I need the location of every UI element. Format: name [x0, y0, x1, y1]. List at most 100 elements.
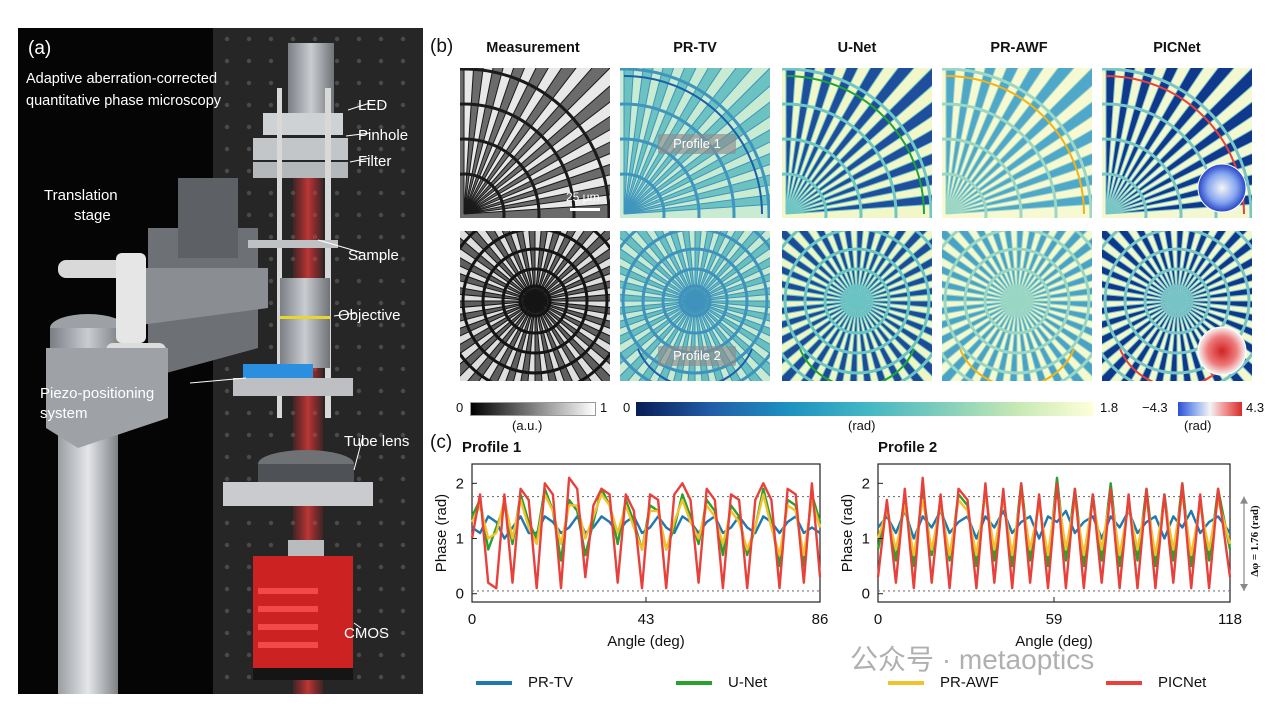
- delta-annotation: Δφ = 1.76 (rad): [1249, 505, 1261, 577]
- spoke: [1016, 231, 1088, 302]
- spoke: [856, 300, 932, 322]
- profile-arc: [637, 348, 753, 381]
- spoke: [1176, 231, 1211, 302]
- center-hub: [1168, 292, 1186, 310]
- series-line-picnet: [876, 476, 1232, 590]
- colorbar-phase: [636, 402, 1094, 416]
- spoke: [856, 273, 932, 302]
- spoke: [942, 300, 1018, 381]
- ring: [1160, 284, 1194, 318]
- y-tick-label: 0: [862, 586, 870, 603]
- spoke: [694, 300, 770, 322]
- colorbar-phase-max: 1.8: [1100, 400, 1119, 415]
- spoke: [620, 293, 696, 302]
- spoke: [856, 300, 872, 381]
- microscope-illustration: [18, 28, 423, 694]
- ring: [1102, 172, 1148, 218]
- ring: [942, 102, 1058, 218]
- ring: [1123, 247, 1231, 355]
- spoke: [527, 300, 536, 381]
- ring: [782, 102, 898, 218]
- spoke: [1176, 231, 1227, 302]
- legend-label-pr-tv: PR-TV: [528, 674, 573, 691]
- ring: [460, 102, 576, 218]
- spoke: [534, 300, 610, 355]
- x-axis-label: Angle (deg): [607, 633, 685, 650]
- spoke: [513, 300, 536, 381]
- panel-c-letter: (c): [430, 432, 453, 453]
- ring: [963, 247, 1071, 355]
- spoke: [856, 287, 932, 302]
- ring: [620, 102, 736, 218]
- ring: [983, 267, 1051, 335]
- y-axis-label: Phase (rad): [433, 494, 450, 572]
- spoke: [782, 300, 858, 315]
- x-tick-label: 43: [638, 611, 655, 628]
- profile-arc: [959, 348, 1075, 381]
- ring: [501, 267, 569, 335]
- legend-item-pr-tv: PR-TV: [476, 674, 573, 694]
- spoke: [1176, 287, 1252, 302]
- aberration-inset: [1197, 326, 1247, 376]
- spoke: [534, 300, 610, 337]
- ring: [783, 231, 931, 375]
- x-tick-label: 59: [1046, 611, 1063, 628]
- spoke: [460, 247, 536, 302]
- spoke: [856, 300, 887, 381]
- label-objective: Objective: [338, 307, 401, 324]
- spoke: [694, 231, 766, 302]
- legend-label-u-net: U-Net: [728, 674, 768, 691]
- spoke: [654, 231, 696, 302]
- ring: [1000, 284, 1034, 318]
- spoke: [1176, 231, 1197, 302]
- legend-label-picnet: PICNet: [1158, 674, 1207, 691]
- spoke: [1176, 300, 1252, 309]
- spoke: [494, 231, 536, 302]
- spoke: [534, 257, 610, 302]
- spoke: [694, 300, 770, 355]
- column-title-measurement: Measurement: [486, 40, 580, 56]
- panel-b-reconstructions: (b) Measurement PR-TV U-Net PR-AWF PICNe…: [426, 28, 1266, 438]
- ring: [1102, 68, 1252, 218]
- spoke: [620, 280, 696, 302]
- spoke: [856, 300, 932, 337]
- spoke: [816, 231, 858, 302]
- spoke: [1016, 300, 1047, 381]
- ring: [461, 231, 609, 375]
- setup-title-line1: Adaptive aberration-corrected: [26, 71, 218, 87]
- spoke: [534, 300, 565, 381]
- y-tick-label: 1: [862, 531, 870, 548]
- spoke: [856, 300, 932, 355]
- colorbar-gray-unit: (a.u.): [512, 418, 543, 433]
- spoke: [1009, 300, 1018, 381]
- spoke: [534, 231, 555, 302]
- ring: [942, 172, 988, 218]
- spoke: [1102, 300, 1178, 345]
- spoke: [620, 247, 696, 302]
- spoke: [668, 231, 696, 302]
- column-title-u-net: U-Net: [837, 40, 877, 56]
- ring: [942, 137, 1023, 218]
- ring: [782, 68, 932, 218]
- spoke: [849, 300, 858, 381]
- spoke: [694, 231, 745, 302]
- spoke: [534, 231, 606, 302]
- center-hub: [1008, 292, 1026, 310]
- spoke: [830, 231, 858, 302]
- spoke: [1016, 231, 1067, 302]
- spoke: [1016, 273, 1092, 302]
- spoke: [1016, 300, 1092, 355]
- spoke: [797, 231, 858, 302]
- spoke: [1102, 293, 1178, 302]
- panel-a-letter: (a): [28, 38, 52, 59]
- spoke: [1016, 300, 1032, 381]
- delta-arrowhead-top: [1240, 496, 1248, 504]
- spoke: [976, 231, 1018, 302]
- spoke: [620, 300, 696, 315]
- x-tick-label: 86: [812, 611, 829, 628]
- spoke: [460, 300, 536, 381]
- spoke: [782, 300, 858, 381]
- profile-2-label: Profile 2: [658, 346, 736, 366]
- legend-item-pr-awf: PR-AWF: [888, 674, 999, 694]
- spoke: [856, 300, 904, 381]
